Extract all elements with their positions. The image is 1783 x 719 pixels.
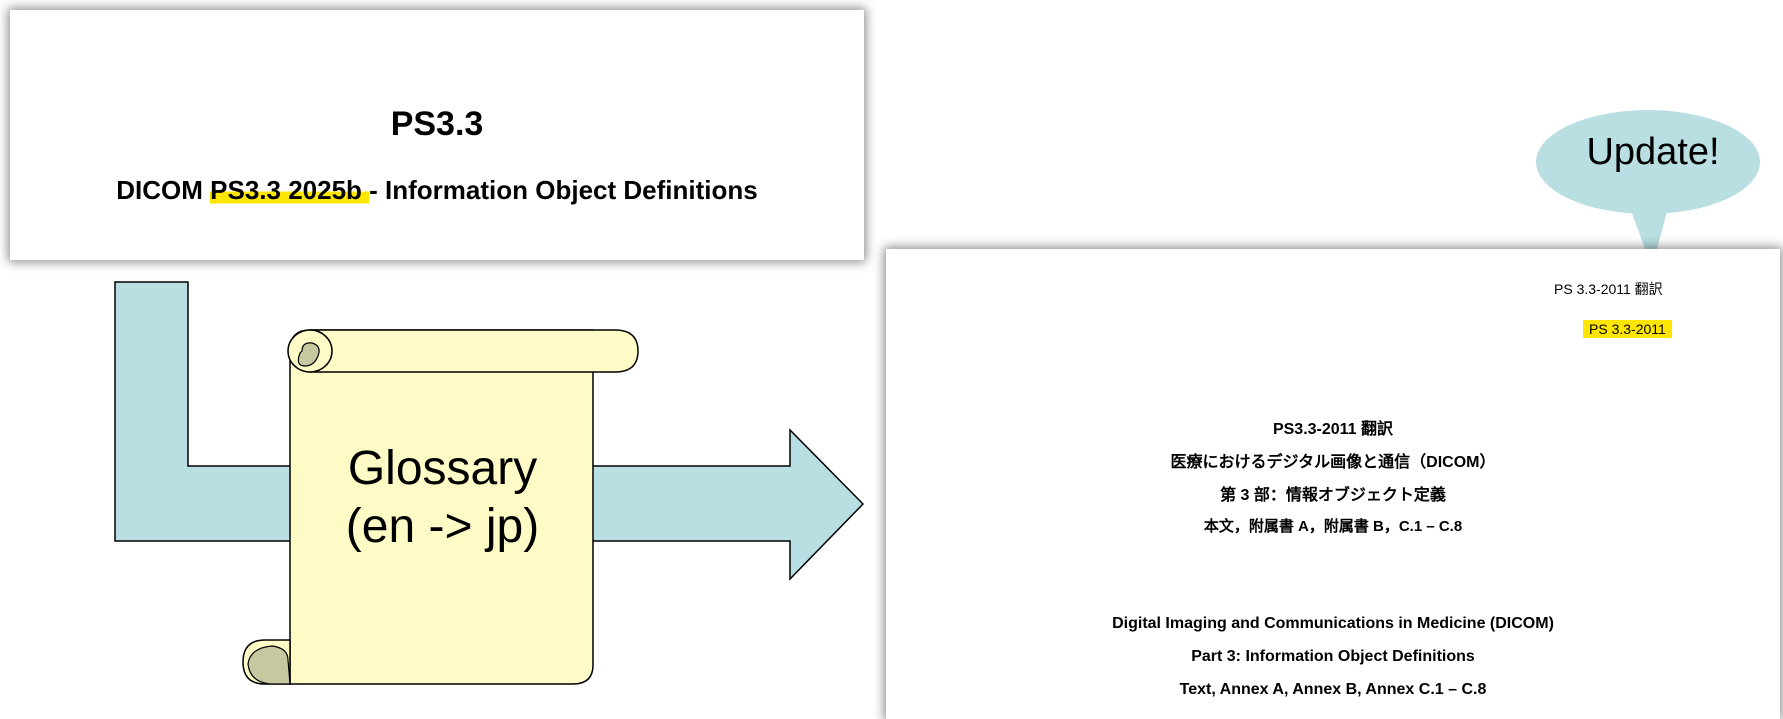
jp-doc-header: PS 3.3-2011 翻訳 [1554,281,1663,297]
english-doc-subtitle: DICOM PS3.3 2025b - Information Object D… [10,175,864,206]
scroll-top-curl [297,342,320,367]
subtitle-prefix: DICOM [116,175,211,205]
update-callout-text: Update! [1586,131,1720,173]
scroll-bottom-curl [247,645,291,685]
subtitle-suffix: - Information Object Definitions [369,175,758,205]
jp-doc-title: PS3.3-2011 翻訳 [1272,421,1394,438]
jp-doc-header-highlighted-version: PS 3.3-2011 [1583,320,1672,338]
english-doc-title: PS3.3 [390,105,484,143]
glossary-line-2: (en -> jp) [345,500,540,553]
glossary-scroll [242,329,639,685]
english-document-card: PS3.3 DICOM PS3.3 2025b - Information Ob… [10,10,864,260]
glossary-line-1: Glossary [347,442,538,495]
jp-doc-line-2: 第 3 部：情報オブジェクト定義 [1220,487,1446,504]
japanese-document-card: PS 3.3-2011 翻訳 PS 3.3-2011 PS3.3-2011 翻訳… [886,249,1780,719]
update-callout [1536,110,1760,268]
jp-doc-header-highlight: PS 3.3-2011 [1583,320,1672,338]
jp-doc-line-1: 医療におけるデジタル画像と通信（DICOM） [1170,454,1496,471]
en-doc-line-2: Part 3: Information Object Definitions [1191,648,1475,665]
en-doc-line-1: Digital Imaging and Communications in Me… [1112,615,1554,632]
subtitle-highlighted-version: PS3.3 2025b [210,175,370,205]
jp-doc-line-3: 本文，附属書 A，附属書 B，C.1 – C.8 [1203,518,1463,535]
glossary-label: Glossary (en -> jp) [290,440,595,556]
en-doc-line-3: Text, Annex A, Annex B, Annex C.1 – C.8 [1179,681,1487,698]
